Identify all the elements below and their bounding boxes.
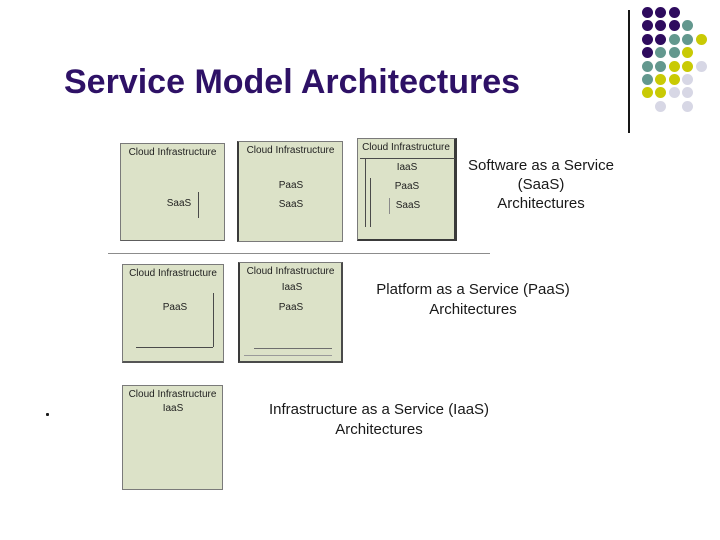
cloud-box-header: Cloud Infrastructure [246,266,335,277]
yellow-dot [682,47,694,59]
connector-line [389,198,390,214]
yellow-dot [695,33,707,45]
layer-label-paas: PaaS [394,181,420,192]
purple-dot [655,7,667,18]
gray-dot [668,87,680,99]
slide-title: Service Model Architectures [64,63,521,101]
cloud-box-saas-3: Cloud Infrastructure IaaS PaaS SaaS [357,138,457,241]
cloud-box-header: Cloud Infrastructure [128,147,217,158]
period-artifact [46,413,49,416]
cloud-box-header: Cloud Infrastructure [129,268,217,279]
teal-dot [682,20,694,32]
caption-line: (SaaS) [517,176,565,193]
connector-line [365,158,366,227]
dot-grid [642,7,714,119]
yellow-dot [642,87,653,99]
gray-dot [695,60,707,72]
cloud-box-header: Cloud Infrastructure [246,145,335,156]
caption-saas: Software as a Service (SaaS) Architectur… [458,156,624,213]
cloud-box-saas-1: Cloud Infrastructure SaaS [120,143,225,241]
connector-line [244,355,332,356]
teal-dot [668,47,680,59]
layer-label-paas: PaaS [278,180,304,191]
teal-dot [682,33,694,45]
purple-dot [642,7,653,18]
gray-dot [655,100,667,112]
connector-line [370,178,371,227]
purple-dot [642,47,653,59]
caption-line: Architectures [497,195,585,212]
layer-label-paas: PaaS [278,302,304,313]
gray-dot [682,74,694,85]
teal-dot [642,60,653,72]
gray-dot [682,87,694,99]
cloud-box-paas-2: Cloud Infrastructure IaaS PaaS [238,262,343,363]
purple-dot [668,7,680,18]
teal-dot [642,74,653,85]
layer-label-iaas: IaaS [162,403,184,414]
gray-dot [682,100,694,112]
caption-line: Platform as a Service (PaaS) [376,281,570,298]
teal-dot [668,33,680,45]
purple-dot [642,33,653,45]
purple-dot [655,20,667,32]
caption-line: Software as a Service [468,157,614,174]
layer-label-iaas: IaaS [281,282,303,293]
row-separator-line [108,253,490,254]
layer-label-saas: SaaS [278,199,304,210]
cloud-box-header: Cloud Infrastructure [362,142,450,153]
accent-vertical-rule [628,10,630,133]
yellow-dot [668,74,680,85]
teal-dot [655,60,667,72]
yellow-dot [655,74,667,85]
connector-line [213,293,214,347]
caption-iaas: Infrastructure as a Service (IaaS) Archi… [256,400,502,440]
layer-label-paas: PaaS [162,302,188,313]
purple-dot [668,20,680,32]
cloud-box-paas-1: Cloud Infrastructure PaaS [122,264,224,363]
connector-line [360,158,455,159]
yellow-dot [682,60,694,72]
teal-dot [655,47,667,59]
caption-line: Architectures [335,421,423,438]
cloud-box-header: Cloud Infrastructure [128,389,217,400]
layer-label-iaas: IaaS [396,162,418,173]
connector-line [254,348,332,349]
cloud-box-saas-2: Cloud Infrastructure PaaS SaaS [237,141,343,242]
purple-dot [655,33,667,45]
layer-label-saas: SaaS [395,200,421,211]
caption-line: Infrastructure as a Service (IaaS) [268,401,490,418]
caption-line: Architectures [429,301,517,318]
layer-label-saas: SaaS [166,198,192,209]
yellow-dot [655,87,667,99]
caption-paas: Platform as a Service (PaaS) Architectur… [360,280,586,320]
connector-line [136,347,213,348]
connector-line [198,192,199,218]
purple-dot [642,20,653,32]
cloud-box-iaas-1: Cloud Infrastructure IaaS [122,385,223,490]
yellow-dot [668,60,680,72]
